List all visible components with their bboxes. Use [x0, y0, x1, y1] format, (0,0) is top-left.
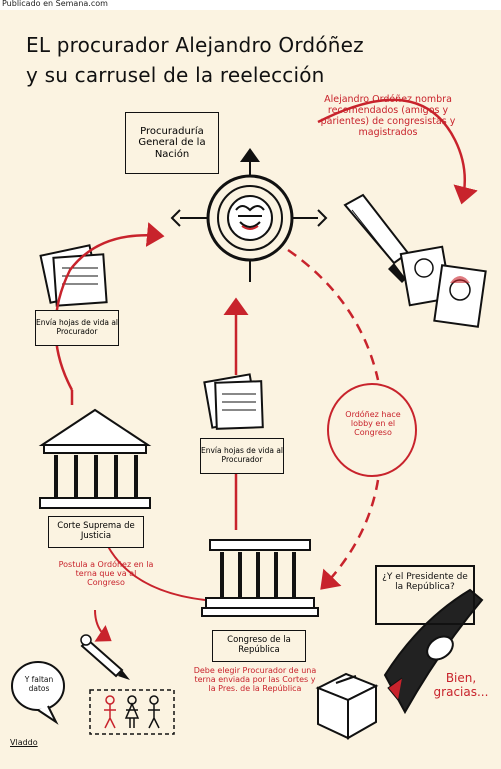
presidente-question: ¿Y el Presidente de la República? [380, 572, 470, 593]
source-strip: Publicado en Semana.com [0, 0, 501, 10]
procuraduria-label: Procuraduría General de la Nación [138, 125, 206, 160]
author-credit: Vladdo [10, 738, 38, 747]
speech-bubble-icon [11, 661, 65, 725]
elige-text: Debe elegir Procurador de una terna envi… [193, 666, 317, 694]
postula-note: Postula a Ordóñez en la terna que va al … [58, 560, 154, 588]
nombra-text: Alejandro Ordóñez nombra recomendados (a… [320, 94, 456, 138]
procuraduria-box: Procuraduría General de la Nación [125, 112, 219, 174]
family-figures-icon [89, 689, 175, 735]
title-line-2: y su carrusel de la reelección [26, 63, 325, 87]
presidente-text: ¿Y el Presidente de la República? [382, 572, 468, 593]
ballot-box-icon [315, 672, 379, 740]
documents-icon [39, 244, 108, 307]
faltan-text: Y faltan datos [24, 675, 54, 693]
fountain-pen-icon [343, 193, 410, 283]
envia-center-label: Envía hojas de vida al Procurador [201, 446, 284, 464]
envia-left-label: Envía hojas de vida al Procurador [36, 318, 119, 336]
congreso-box: Congreso de la República [212, 630, 306, 662]
documents-icon [203, 373, 264, 430]
temple-icon [38, 408, 152, 509]
faltan-datos: Y faltan datos [18, 675, 60, 693]
photos-icon [399, 245, 487, 328]
lobby-text: Ordóñez hace lobby en el Congreso [345, 410, 401, 438]
title-line-1: EL procurador Alejandro Ordóñez [26, 33, 364, 57]
temple-icon [201, 539, 319, 617]
postula-text: Postula a Ordóñez en la terna que va al … [58, 560, 154, 588]
nombra-note: Alejandro Ordóñez nombra recomendados (a… [310, 94, 466, 139]
source-text: Publicado en Semana.com [2, 0, 108, 8]
congreso-label: Congreso de la República [227, 635, 291, 655]
blade-icon [383, 588, 484, 715]
bien-gracias: Bien, gracias... [432, 671, 490, 700]
elige-note: Debe elegir Procurador de una terna envi… [190, 666, 320, 694]
bien-text: Bien, gracias... [433, 671, 489, 699]
envia-left-box: Envía hojas de vida al Procurador [35, 310, 119, 346]
target-emblem-icon [170, 148, 328, 282]
corte-label: Corte Suprema de Justicia [57, 521, 135, 541]
envia-center-box: Envía hojas de vida al Procurador [200, 438, 284, 474]
infographic-title: EL procurador Alejandro Ordóñez y su car… [26, 30, 364, 90]
lobby-note: Ordóñez hace lobby en el Congreso [338, 410, 408, 438]
pencil-icon [80, 634, 130, 680]
corte-box: Corte Suprema de Justicia [48, 516, 144, 548]
